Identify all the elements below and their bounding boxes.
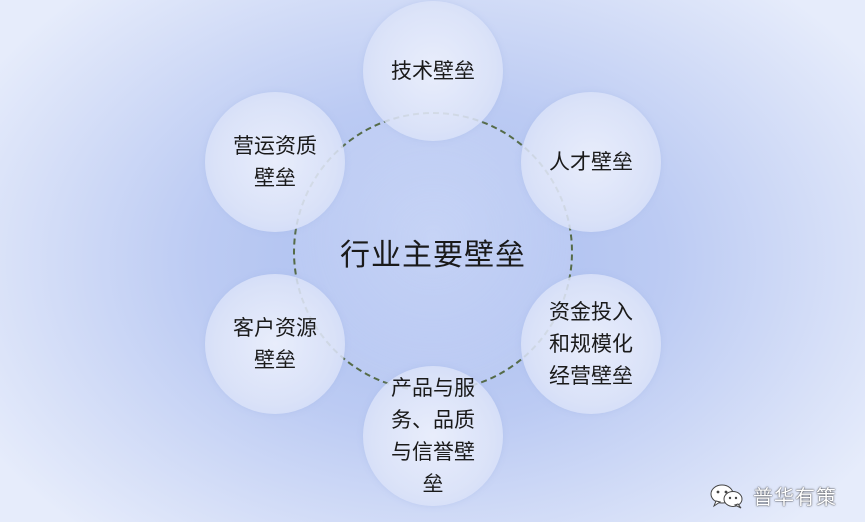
node-label: 产品与服 务、品质 与信誉壁 垒 — [391, 376, 475, 496]
node-label: 资金投入 和规模化 经营壁垒 — [549, 300, 633, 388]
node-capital-barrier: 资金投入 和规模化 经营壁垒 — [521, 274, 661, 414]
node-talent-barrier: 人才壁垒 — [521, 92, 661, 232]
node-label: 技术壁垒 — [391, 59, 475, 83]
center-label: 行业主要壁垒 — [340, 238, 526, 273]
watermark-text: 普华有策 — [753, 485, 837, 509]
node-customer-barrier: 客户资源 壁垒 — [205, 274, 345, 414]
node-label: 客户资源 壁垒 — [233, 316, 317, 372]
watermark: 普华有策 — [709, 481, 837, 510]
node-label: 人才壁垒 — [549, 150, 633, 174]
node-tech-barrier: 技术壁垒 — [363, 1, 503, 141]
wechat-icon — [710, 484, 743, 508]
node-ops-barrier: 营运资质 壁垒 — [205, 92, 345, 232]
node-label: 营运资质 壁垒 — [233, 134, 317, 190]
node-product-barrier: 产品与服 务、品质 与信誉壁 垒 — [363, 366, 503, 506]
